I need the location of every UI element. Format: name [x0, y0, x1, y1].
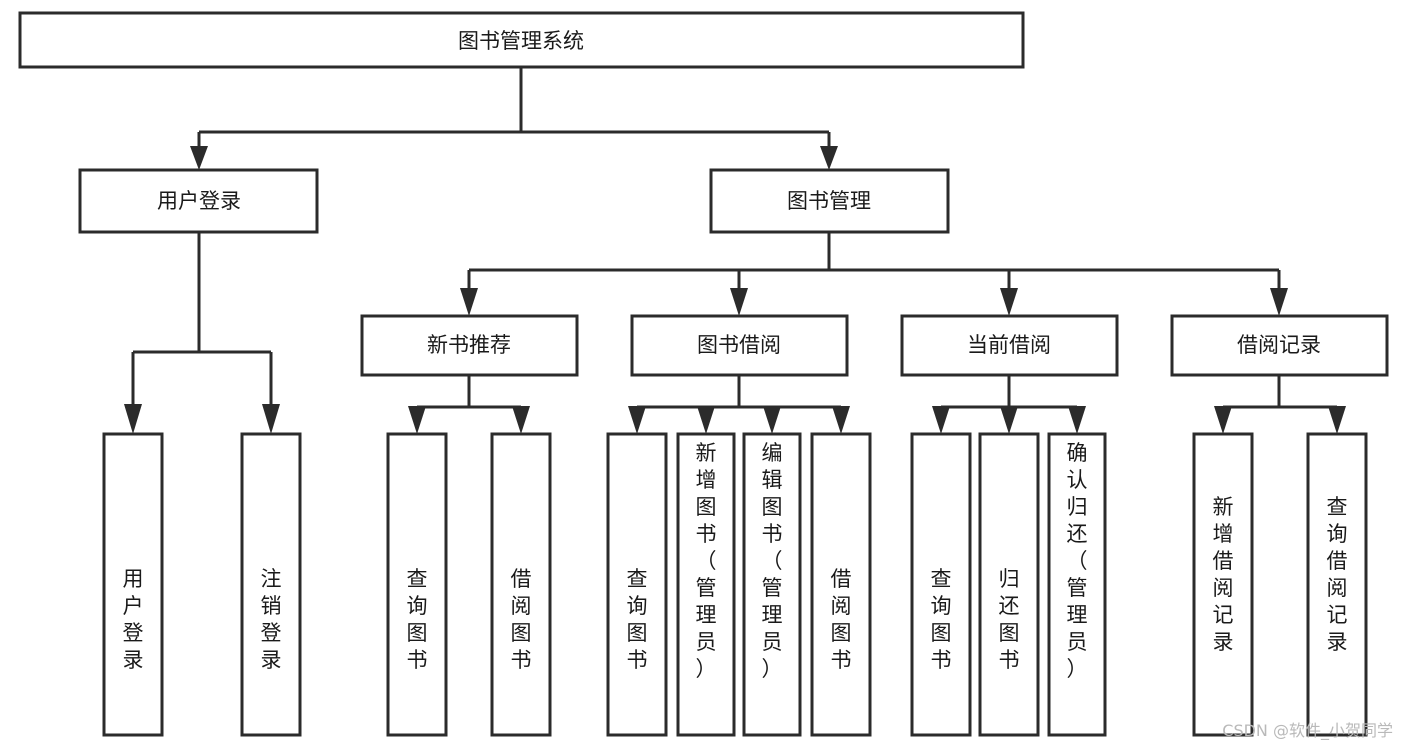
node-leaf-add-book-label: 新增图书（管理员）: [696, 441, 717, 681]
arrowhead-leaf-user-login: [124, 404, 142, 434]
arrowhead-leaf-edit-book: [763, 406, 781, 434]
node-leaf-borrow-book-a[interactable]: 借阅图书: [490, 432, 552, 737]
node-user-login[interactable]: 用户登录: [78, 168, 319, 234]
node-leaf-query-book-b-label: 查询图书: [627, 567, 648, 672]
node-leaf-logout[interactable]: 注销登录: [240, 432, 302, 737]
arrowhead-leaf-borrow-book-b: [832, 406, 850, 434]
arrowhead-leaf-confirm-return: [1068, 406, 1086, 434]
node-leaf-logout-box[interactable]: [240, 432, 302, 737]
node-book-borrow-box[interactable]: [630, 314, 849, 377]
node-leaf-query-book-a-box[interactable]: [386, 432, 448, 737]
arrowhead-borrow-record: [1270, 288, 1288, 316]
arrowhead-leaf-add-book: [697, 406, 715, 434]
arrowhead-leaf-query-record: [1328, 406, 1346, 434]
node-borrow-record-label: 借阅记录: [1237, 333, 1321, 357]
arrowhead-book-borrow: [730, 288, 748, 316]
node-book-manage-label: 图书管理: [787, 189, 871, 213]
arrowhead-leaf-add-record: [1214, 406, 1232, 434]
node-new-book-recommend-label: 新书推荐: [427, 333, 511, 357]
node-book-borrow-label: 图书借阅: [697, 333, 781, 357]
node-new-book-recommend-box[interactable]: [360, 314, 579, 377]
node-leaf-add-record[interactable]: 新增借阅记录: [1192, 432, 1254, 737]
node-leaf-edit-book[interactable]: 编辑图书（管理员）: [742, 432, 802, 737]
node-leaf-add-record-label: 新增借阅记录: [1213, 495, 1234, 654]
node-user-login-box[interactable]: [78, 168, 319, 234]
node-leaf-edit-book-box[interactable]: [742, 432, 802, 737]
arrowhead-leaf-query-book-c: [932, 406, 950, 434]
node-root[interactable]: 图书管理系统: [18, 11, 1025, 69]
node-leaf-return-book[interactable]: 归还图书: [978, 432, 1040, 737]
node-leaf-return-book-label: 归还图书: [999, 567, 1020, 672]
node-book-borrow[interactable]: 图书借阅: [630, 314, 849, 377]
node-leaf-user-login[interactable]: 用户登录: [102, 432, 164, 737]
node-leaf-borrow-book-b-box[interactable]: [810, 432, 872, 737]
node-leaf-user-login-box[interactable]: [102, 432, 164, 737]
arrowhead-current-borrow: [1000, 288, 1018, 316]
node-leaf-borrow-book-a-label: 借阅图书: [511, 567, 532, 672]
node-leaf-query-book-c[interactable]: 查询图书: [910, 432, 972, 737]
node-leaf-query-book-b[interactable]: 查询图书: [606, 432, 668, 737]
node-leaf-query-book-a-label: 查询图书: [407, 567, 428, 672]
node-root-label: 图书管理系统: [458, 29, 584, 53]
arrowhead-book-manage: [820, 146, 838, 170]
arrowhead-leaf-query-book-b: [628, 406, 646, 434]
node-leaf-confirm-return-label: 确认归还（管理员）: [1067, 441, 1088, 681]
node-root-box[interactable]: [18, 11, 1025, 69]
node-book-manage[interactable]: 图书管理: [709, 168, 950, 234]
node-current-borrow[interactable]: 当前借阅: [900, 314, 1119, 377]
connector-layer: [124, 67, 1346, 434]
node-leaf-add-record-box[interactable]: [1192, 432, 1254, 737]
node-borrow-record[interactable]: 借阅记录: [1170, 314, 1389, 377]
node-leaf-add-book[interactable]: 新增图书（管理员）: [676, 432, 736, 737]
arrowhead-new-book: [460, 288, 478, 316]
node-leaf-borrow-book-b[interactable]: 借阅图书: [810, 432, 872, 737]
arrowhead-leaf-borrow-book-a: [512, 406, 530, 434]
node-current-borrow-box[interactable]: [900, 314, 1119, 377]
node-book-manage-box[interactable]: [709, 168, 950, 234]
node-leaf-logout-label: 注销登录: [261, 567, 282, 672]
arrowhead-leaf-return-book: [1000, 406, 1018, 434]
node-leaf-query-record-label: 查询借阅记录: [1327, 495, 1348, 654]
watermark-label: CSDN @软件_小贺同学: [1222, 721, 1393, 741]
node-leaf-user-login-label: 用户登录: [123, 567, 144, 672]
node-leaf-query-book-b-box[interactable]: [606, 432, 668, 737]
arrowhead-user-login: [190, 146, 208, 170]
node-leaf-edit-book-label: 编辑图书（管理员）: [762, 441, 783, 681]
node-leaf-confirm-return-box[interactable]: [1047, 432, 1107, 737]
node-borrow-record-box[interactable]: [1170, 314, 1389, 377]
arrowhead-leaf-logout: [262, 404, 280, 434]
node-leaf-query-record[interactable]: 查询借阅记录: [1306, 432, 1368, 737]
node-leaf-add-book-box[interactable]: [676, 432, 736, 737]
node-leaf-borrow-book-a-box[interactable]: [490, 432, 552, 737]
node-new-book-recommend[interactable]: 新书推荐: [360, 314, 579, 377]
node-leaf-query-book-c-label: 查询图书: [931, 567, 952, 672]
node-leaf-return-book-box[interactable]: [978, 432, 1040, 737]
node-leaf-borrow-book-b-label: 借阅图书: [831, 567, 852, 672]
arrowhead-leaf-query-book-a: [408, 406, 426, 434]
node-leaf-query-book-c-box[interactable]: [910, 432, 972, 737]
node-leaf-confirm-return[interactable]: 确认归还（管理员）: [1047, 432, 1107, 737]
node-current-borrow-label: 当前借阅: [967, 333, 1051, 357]
node-user-login-label: 用户登录: [157, 189, 241, 213]
node-leaf-query-book-a[interactable]: 查询图书: [386, 432, 448, 737]
node-leaf-query-record-box[interactable]: [1306, 432, 1368, 737]
